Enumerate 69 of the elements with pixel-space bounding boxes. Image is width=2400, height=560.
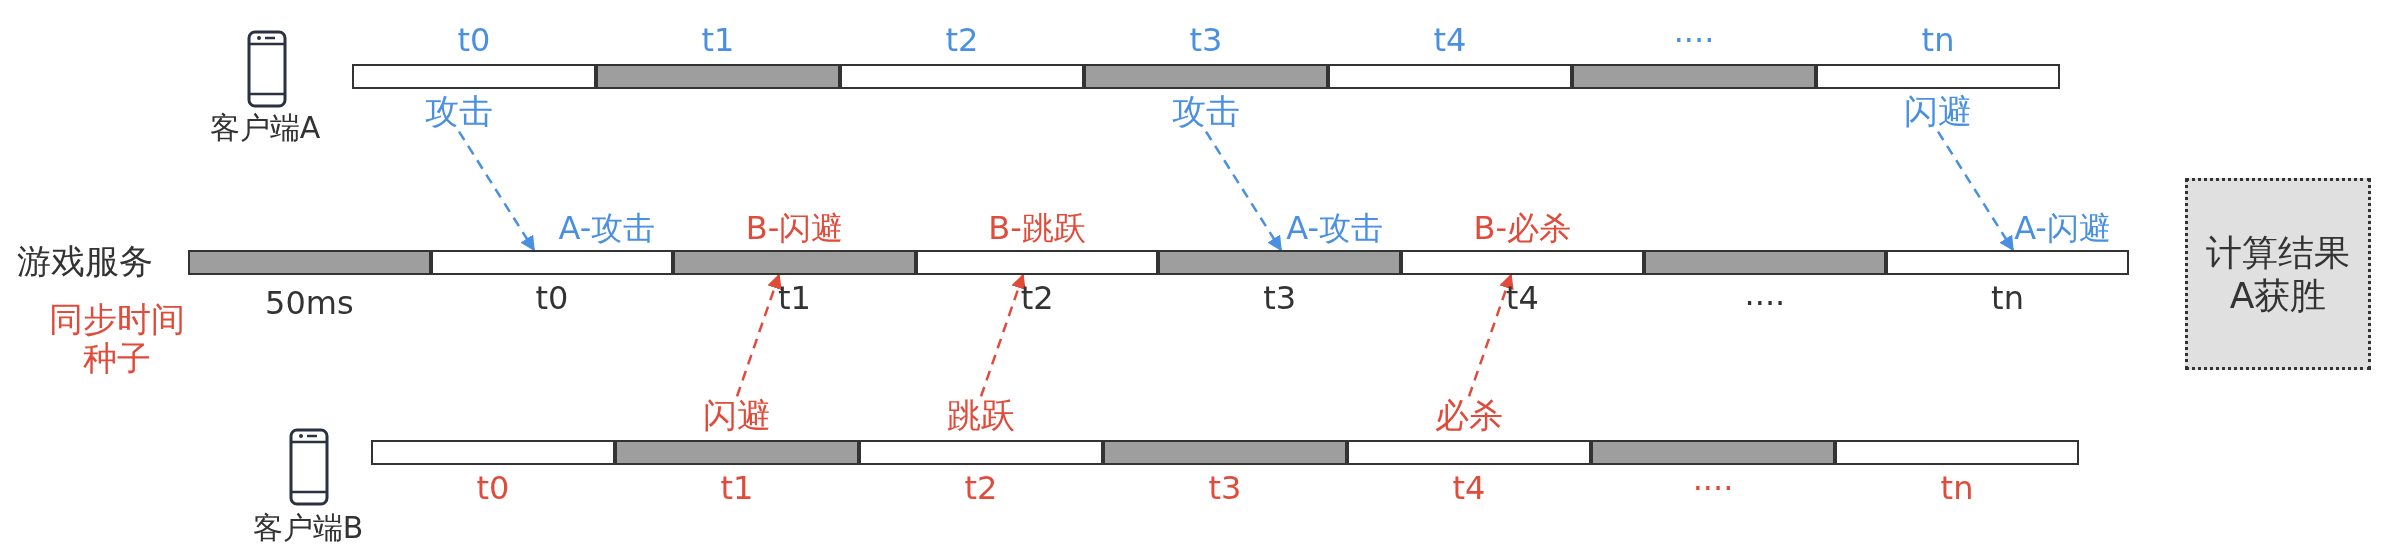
result-text: A获胜 [2229,274,2327,318]
seed-note: 同步时间种子 [48,299,186,379]
action-label: 闪避 [703,396,771,436]
arrow [457,130,536,252]
timeline-segment [1328,64,1572,89]
time-label: t2 [964,469,998,507]
timeline-segment [1835,440,2079,465]
timeline-segment [673,250,916,275]
timeline-segment [352,64,596,89]
time-label: 50ms [265,284,354,322]
event-label: B-必杀 [1473,209,1572,247]
timeline-segment [915,250,1159,275]
time-label: tn [1991,279,2024,317]
time-label: t3 [1189,21,1223,59]
event-label: A-攻击 [1286,209,1384,247]
time-label: t1 [778,279,811,317]
timeline-segment [1816,64,2060,89]
timeline-segment [1591,440,1835,465]
time-label: tn [1940,469,1974,507]
action-label: 攻击 [425,92,493,132]
timeline-segment [188,250,431,275]
time-label: t0 [535,279,569,317]
time-label: t1 [701,21,735,59]
time-label: t4 [1452,469,1486,507]
timeline-segment [1084,64,1328,89]
time-label: ···· [1744,284,1786,322]
time-label: t2 [945,21,979,59]
arrow [1936,130,2015,252]
time-label: t2 [1020,279,1054,317]
timeline-segment [430,250,674,275]
event-label: B-跳跃 [988,209,1086,247]
client-label: 客户端A [209,110,321,146]
result-text: 计算结果 [2206,230,2350,274]
event-label: A-闪避 [2014,209,2111,247]
action-label: 跳跃 [947,396,1015,436]
time-label: tn [1921,21,1955,59]
action-label: 攻击 [1172,92,1240,132]
time-label: t1 [720,469,754,507]
timeline-segment [1103,440,1347,465]
timeline-segment [1886,250,2129,275]
action-label: 必杀 [1435,396,1503,436]
time-label: t4 [1505,279,1539,317]
arrow [1467,273,1514,397]
time-label: t3 [1208,469,1242,507]
timeline-segment [1401,250,1644,275]
time-label: ···· [1692,469,1734,507]
time-label: ···· [1673,21,1715,59]
timeline-segment [1347,440,1591,465]
arrow [979,273,1026,397]
event-label: A-攻击 [558,209,656,247]
timeline-segment [840,64,1084,89]
timeline-segment [1158,250,1401,275]
timeline-segment [371,440,615,465]
time-label: t4 [1433,21,1467,59]
timeline-segment [1572,64,1816,89]
timeline-segment [596,64,840,89]
arrow [1204,130,1283,252]
arrow [735,273,782,397]
time-label: t0 [457,21,491,59]
time-label: t0 [476,469,510,507]
timeline-segment [859,440,1103,465]
result-box [2185,178,2371,370]
client-label: 客户端B [252,510,364,546]
timeline-segment [1643,250,1887,275]
action-label: 闪避 [1904,92,1972,132]
timeline-segment [615,440,859,465]
row-label: 游戏服务 [17,242,153,282]
event-label: B-闪避 [745,209,844,247]
time-label: t3 [1263,279,1297,317]
